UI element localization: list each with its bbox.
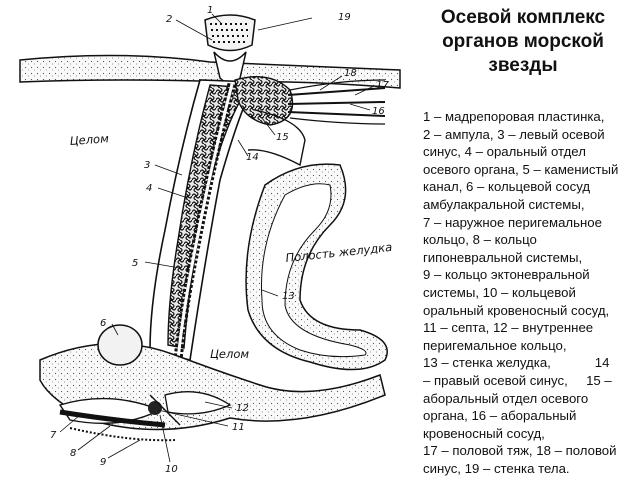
legend-line: 11 – септа, 12 – внутреннее [423,320,594,336]
label-18: 18 [344,68,357,79]
legend-line: – правый осевой синус, 15 – [423,372,612,388]
legend-line: 13 – стенка желудка, 14 [423,355,610,371]
legend: 1 – мадрепоровая пластинка, 2 – ампула, … [423,108,635,477]
oral-blood-ring [148,401,162,415]
right-axial-sinus [247,109,306,167]
legend-line: 2 – ампула, 3 – левый осевой [423,126,605,142]
title-line: органов морской [442,31,604,52]
legend-line: синус, 4 – оральный отдел [423,144,586,160]
legend-line: синус, 19 – стенка тела. [423,460,570,476]
legend-line: амбулакральной системы, [423,196,585,212]
stomach-cavity [261,183,367,358]
label-14: 14 [246,152,259,163]
legend-line: гипоневральной системы, [423,249,583,265]
madreporic-plate [204,14,256,52]
label-11: 11 [232,422,245,433]
label-19: 19 [338,12,351,23]
aboral-axial-organ [234,76,294,126]
coelom-lower-caption: Целом [210,347,249,361]
legend-line: кольцо, 8 – кольцо [423,232,537,248]
label-7: 7 [50,430,57,441]
leader-lines [59,13,375,463]
legend-line: кровеносный сосуд, [423,425,545,441]
title-line: Осевой комплекс [440,7,606,28]
legend-line: осевого органа, 5 – каменистый [423,161,619,177]
inner-perihemal-ring [164,391,232,415]
label-1: 1 [207,5,213,16]
label-3: 3 [144,160,150,171]
title-line: звезды [488,55,558,76]
label-16: 16 [372,106,385,117]
genital-strand [287,87,386,117]
label-13: 13 [282,291,295,302]
diagram-title: Осевой комплекс органов морской звезды [418,6,628,78]
axial-complex-diagram: Целом Целом Полость желудка 1 2 3 4 5 6 … [19,5,401,475]
label-6: 6 [100,318,106,329]
legend-line: аборальный отдел осевого [423,390,589,406]
legend-line: органа, 16 – аборальный [423,408,577,424]
genital-sinus [289,79,386,125]
label-10: 10 [165,464,178,475]
label-9: 9 [100,457,106,468]
legend-line: 1 – мадрепоровая пластинка, [423,109,605,124]
stone-canal-core [176,83,234,361]
label-15: 15 [276,132,289,143]
label-5: 5 [132,258,138,269]
label-4: 4 [146,183,152,194]
water-ring-canal [97,324,143,366]
legend-line: системы, 10 – кольцевой [423,284,576,300]
legend-line: оральный кровеносный сосуд, [423,302,610,318]
coelom-upper-caption: Целом [69,131,109,148]
label-12: 12 [236,403,249,414]
label-17: 17 [376,80,389,91]
legend-line: перигемальное кольцо, [423,337,567,353]
legend-line: канал, 6 – кольцевой сосуд [423,179,591,195]
legend-line: 7 – наружное перигемальное [423,214,602,230]
septum [149,394,181,426]
legend-line: 17 – половой тяж, 18 – половой [423,443,617,459]
hyponeural-ring [59,409,166,428]
label-8: 8 [70,448,76,459]
body-wall [19,54,401,89]
madreporic-pores [210,23,250,43]
label-2: 2 [166,14,172,25]
legend-line: 9 – кольцо эктоневральной [423,267,590,283]
